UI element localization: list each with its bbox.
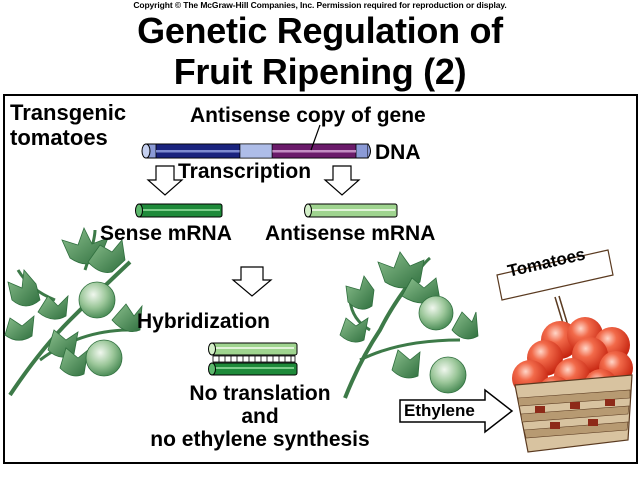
outcome-line-2: and [241,405,279,428]
title-line-1: Genetic Regulation of [137,10,503,51]
antisense-pointer-line [310,124,321,151]
outcome-line-3: no ethylene synthesis [150,428,370,451]
transcription-arrow-right [323,165,361,196]
transcription-label: Transcription [178,160,312,183]
title-line-2: Fruit Ripening (2) [173,51,467,92]
antisense-gene-label: Antisense copy of gene [190,104,426,127]
outcome-text: No translation and no ethylene synthesis [120,382,400,451]
page-title: Genetic Regulation of Fruit Ripening (2) [0,10,640,92]
green-tomato [429,356,467,394]
hybridization-arrow [231,266,273,297]
dna-label: DNA [375,141,421,164]
tomato-plant-right [339,251,479,399]
tomato-basket [512,317,633,453]
subject-line-1: Transgenic [10,100,127,125]
sense-mrna-strand [135,203,223,218]
transcription-arrow-left [146,165,184,196]
copyright-notice: Copyright © The McGraw-Hill Companies, I… [133,0,507,10]
hybridized-mrna-duplex [208,342,298,376]
green-tomato [78,281,116,319]
ethylene-arrow [399,388,514,434]
dna-molecule [141,124,371,159]
green-tomato [85,339,123,377]
hybridization-label: Hybridization [137,310,271,333]
antisense-mrna-label: Antisense mRNA [265,222,436,245]
outcome-line-1: No translation [189,382,331,405]
sense-mrna-label: Sense mRNA [100,222,232,245]
diagram-frame [3,94,638,464]
tomato-plant-left [4,226,143,397]
subject-line-2: tomatoes [10,125,108,150]
green-tomato [418,295,454,331]
antisense-mrna-strand [304,203,398,218]
transgenic-tomatoes-label: Transgenic tomatoes [10,100,126,150]
ethylene-label: Ethylene [404,401,475,420]
